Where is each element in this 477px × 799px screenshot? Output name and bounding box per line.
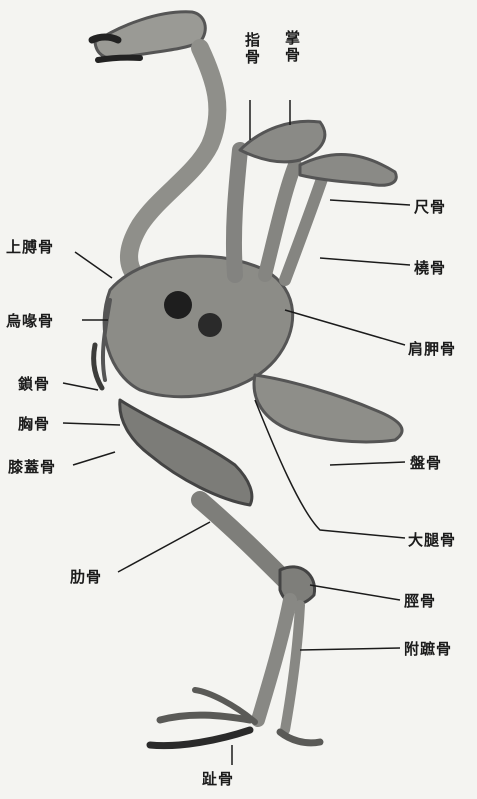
label-tibia: 脛骨 bbox=[404, 590, 436, 611]
label-hand-bones: 指骨 bbox=[242, 32, 263, 66]
label-clavicle: 鎖骨 bbox=[18, 373, 50, 394]
label-humerus: 上膊骨 bbox=[6, 236, 54, 257]
label-ulna: 尺骨 bbox=[414, 196, 446, 217]
label-sternum: 胸骨 bbox=[18, 413, 50, 434]
label-patella: 膝蓋骨 bbox=[8, 456, 56, 477]
label-tarsometatarsus: 附蹠骨 bbox=[404, 638, 452, 659]
label-scapula: 肩胛骨 bbox=[408, 338, 456, 359]
label-femur: 大腿骨 bbox=[408, 529, 456, 550]
label-pelvis: 盤骨 bbox=[410, 452, 442, 473]
label-toe-bones: 趾骨 bbox=[202, 768, 234, 789]
label-radius: 橈骨 bbox=[414, 257, 446, 278]
label-coracoid: 烏喙骨 bbox=[6, 310, 54, 331]
label-carpal-bones: 掌骨 bbox=[282, 30, 303, 64]
label-rib: 肋骨 bbox=[70, 566, 102, 587]
